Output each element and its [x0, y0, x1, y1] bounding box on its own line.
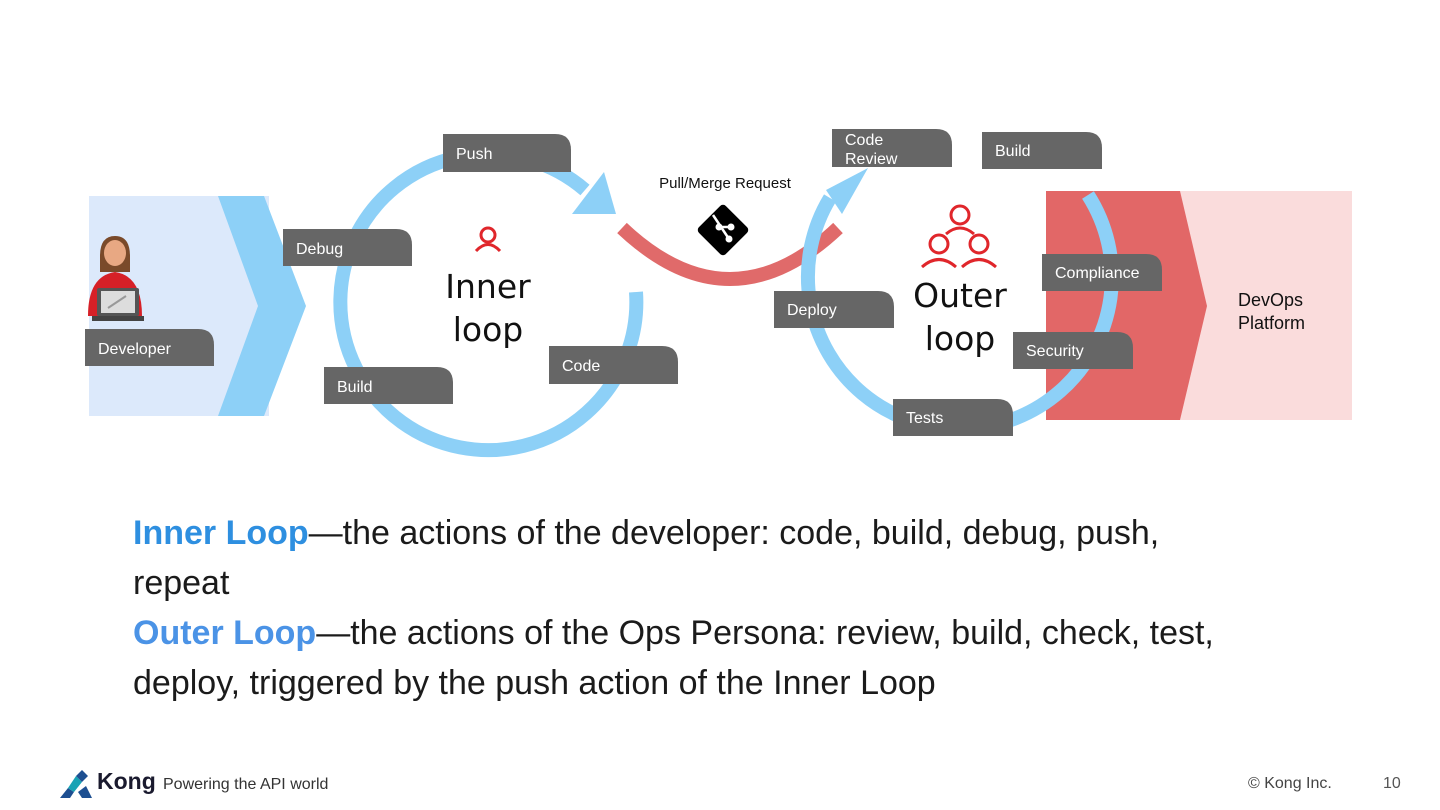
step-security: Security — [1013, 332, 1133, 369]
inner-persona-icon — [474, 226, 502, 253]
devops-loop-diagram: Inner loop Outer loop Pull/Merge Request… — [85, 129, 1352, 458]
svg-text:Security: Security — [1026, 343, 1084, 360]
svg-text:Code: Code — [845, 132, 883, 149]
step-code: Code — [549, 346, 678, 384]
outer-loop-description: Outer Loop—the actions of the Ops Person… — [133, 608, 1253, 708]
page-number: 10 — [1383, 775, 1401, 792]
devops-platform-panel — [1046, 191, 1352, 420]
svg-text:Build: Build — [995, 143, 1031, 160]
inner-loop-arrowhead-icon — [572, 172, 616, 214]
brand-name: Kong — [97, 768, 156, 794]
step-deploy: Deploy — [774, 291, 894, 328]
inner-loop-title: Inner — [445, 267, 531, 306]
developer-avatar-icon — [88, 236, 144, 321]
outer-loop-text: —the actions of the Ops Persona: review,… — [133, 614, 1214, 702]
inner-loop-term: Inner Loop — [133, 514, 309, 552]
svg-text:Debug: Debug — [296, 241, 343, 258]
svg-text:Code: Code — [562, 358, 600, 375]
step-code-review: Code Review — [832, 129, 952, 168]
svg-text:Build: Build — [337, 379, 373, 396]
outer-loop-arrowhead-icon — [826, 168, 868, 214]
step-tests: Tests — [893, 399, 1013, 436]
brand-tagline: Powering the API world — [163, 776, 329, 793]
outer-team-icon — [921, 204, 997, 269]
svg-text:Developer: Developer — [98, 341, 172, 358]
step-build-outer: Build — [982, 132, 1102, 169]
developer-tag: Developer — [85, 329, 214, 366]
platform-label: DevOps — [1238, 290, 1303, 310]
svg-text:Review: Review — [845, 151, 898, 168]
svg-text:Tests: Tests — [906, 410, 943, 427]
pull-request-label: Pull/Merge Request — [659, 175, 792, 192]
inner-loop-text: —the actions of the developer: code, bui… — [133, 514, 1160, 602]
outer-loop-title-2: loop — [925, 319, 996, 358]
inner-loop-description: Inner Loop—the actions of the developer:… — [133, 508, 1253, 608]
step-compliance: Compliance — [1042, 254, 1162, 291]
outer-loop-title: Outer — [913, 276, 1007, 315]
step-build-inner: Build — [324, 367, 453, 404]
svg-text:Compliance: Compliance — [1055, 265, 1140, 282]
outer-loop-term: Outer Loop — [133, 614, 317, 652]
svg-text:Deploy: Deploy — [787, 302, 837, 319]
copyright: © Kong Inc. — [1248, 775, 1332, 792]
inner-loop-title-2: loop — [453, 310, 524, 349]
svg-text:Push: Push — [456, 146, 492, 163]
git-icon — [697, 204, 749, 256]
platform-label-2: Platform — [1238, 313, 1305, 333]
step-push: Push — [443, 134, 571, 172]
step-debug: Debug — [283, 229, 412, 266]
kong-logo-icon — [60, 770, 92, 798]
loop-description: Inner Loop—the actions of the developer:… — [133, 508, 1253, 708]
